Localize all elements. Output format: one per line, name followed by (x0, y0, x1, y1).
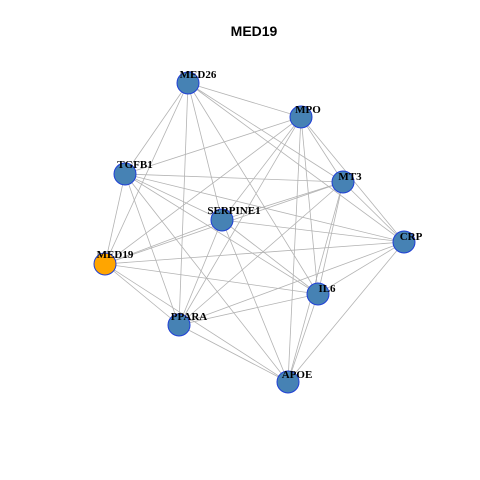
node-label-tgfb1: TGFB1 (117, 159, 152, 171)
node-label-med19: MED19 (97, 249, 134, 261)
edge-med26-serpine1 (187, 82, 223, 221)
edge-serpine1-crp (221, 219, 405, 243)
edge-mt3-apoe (287, 181, 344, 383)
edge-mpo-tgfb1 (124, 116, 302, 175)
node-med19[interactable] (93, 252, 117, 276)
node-tgfb1[interactable] (113, 162, 137, 186)
edge-mpo-mt3 (300, 116, 344, 183)
edge-med26-mt3 (187, 82, 344, 183)
edge-il6-ppara (178, 293, 319, 326)
edge-mpo-apoe (287, 116, 302, 383)
node-label-il6: IL6 (318, 283, 336, 295)
edge-mpo-serpine1 (221, 116, 302, 221)
edge-med26-ppara (178, 82, 189, 326)
edge-tgfb1-mt3 (124, 173, 344, 183)
edge-tgfb1-il6 (124, 173, 319, 295)
edge-tgfb1-med19 (104, 173, 126, 265)
edge-mpo-ppara (178, 116, 302, 326)
node-label-mpo: MPO (295, 104, 321, 116)
node-crp[interactable] (392, 230, 416, 254)
plot-title: MED19 (231, 23, 278, 39)
edge-serpine1-il6 (221, 219, 319, 295)
edge-med19-ppara (104, 263, 180, 326)
node-label-med26: MED26 (180, 69, 217, 81)
node-label-serpine1: SERPINE1 (207, 205, 260, 217)
edge-mt3-crp (342, 181, 405, 243)
node-layer (93, 71, 416, 394)
edge-serpine1-apoe (221, 219, 289, 383)
node-label-ppara: PPARA (171, 311, 208, 323)
edge-med26-crp (187, 82, 405, 243)
edge-serpine1-med19 (104, 219, 223, 265)
edge-il6-apoe (287, 293, 319, 383)
edge-mpo-med19 (104, 116, 302, 265)
edge-tgfb1-serpine1 (124, 173, 223, 221)
node-label-mt3: MT3 (338, 171, 362, 183)
node-serpine1[interactable] (210, 208, 234, 232)
edge-serpine1-ppara (178, 219, 223, 326)
edge-med19-il6 (104, 263, 319, 295)
edge-med19-apoe (104, 263, 289, 383)
edge-ppara-apoe (178, 324, 289, 383)
edge-med26-mpo (187, 82, 302, 118)
edge-mt3-il6 (317, 181, 344, 295)
edge-med26-tgfb1 (124, 82, 189, 175)
edge-crp-ppara (178, 241, 405, 326)
edge-layer (104, 82, 405, 383)
edge-mpo-il6 (300, 116, 319, 295)
node-ppara[interactable] (167, 313, 191, 337)
edge-mt3-ppara (178, 181, 344, 326)
edge-med26-il6 (187, 82, 319, 295)
edge-crp-med19 (104, 241, 405, 265)
node-mpo[interactable] (289, 105, 313, 129)
node-med26[interactable] (176, 71, 200, 95)
node-label-apoe: APOE (282, 369, 313, 381)
edge-tgfb1-crp (124, 173, 405, 243)
edge-med26-med19 (104, 82, 189, 265)
node-apoe[interactable] (276, 370, 300, 394)
edge-tgfb1-ppara (124, 173, 180, 326)
node-label-crp: CRP (400, 231, 423, 243)
node-mt3[interactable] (331, 170, 355, 194)
edge-mt3-serpine1 (221, 181, 344, 221)
edge-crp-il6 (317, 241, 405, 295)
edge-crp-apoe (287, 241, 405, 383)
node-il6[interactable] (306, 282, 330, 306)
